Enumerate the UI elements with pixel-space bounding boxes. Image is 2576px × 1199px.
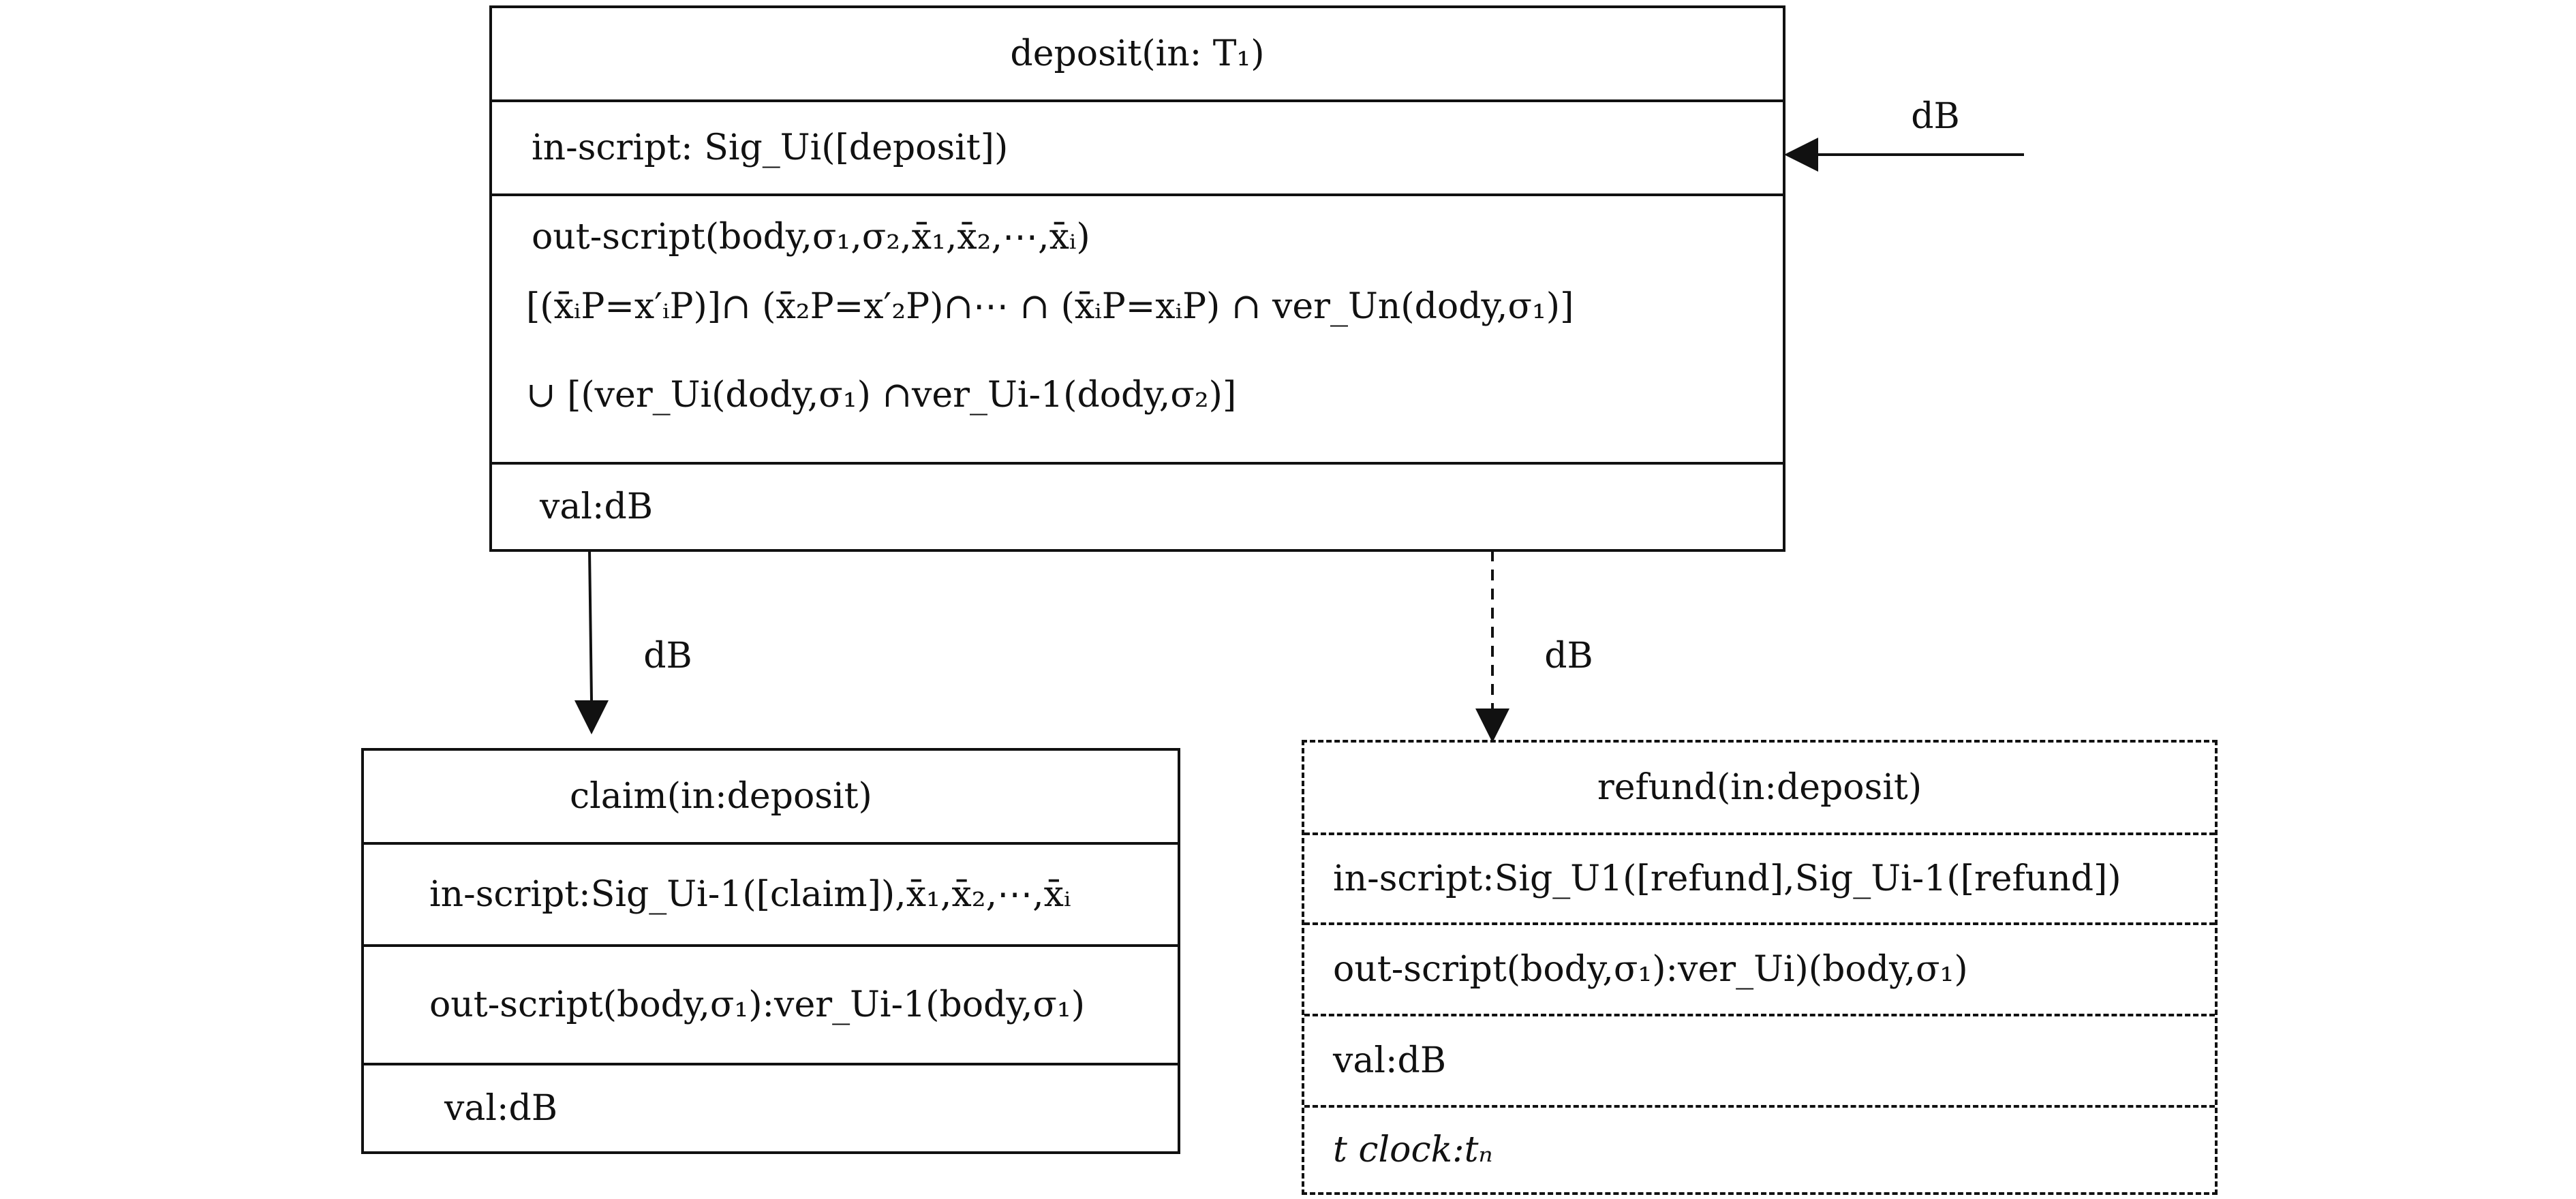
- incoming-arrowhead: [1784, 138, 1818, 172]
- deposit-value-row: val:dB: [492, 462, 1783, 549]
- refund-in-script-row: in-script:Sig_U1([refund],Sig_Ui-1([refu…: [1304, 832, 2215, 922]
- claim-arrow-line: [588, 550, 593, 701]
- refund-box: refund(in:deposit) in-script:Sig_U1([ref…: [1302, 740, 2218, 1195]
- refund-clock: t clock:tₙ: [1333, 1130, 1493, 1170]
- deposit-in-script-row: in-script: Sig_Ui([deposit]): [492, 99, 1783, 193]
- refund-clock-row: t clock:tₙ: [1304, 1105, 2215, 1192]
- refund-value: val:dB: [1333, 1040, 1447, 1081]
- deposit-value: val:dB: [540, 486, 654, 527]
- refund-arrowhead: [1475, 708, 1509, 743]
- claim-out-script-row: out-script(body,σ₁):ver_Ui-1(body,σ₁): [364, 944, 1178, 1063]
- claim-arrowhead: [574, 700, 609, 734]
- refund-out-script-row: out-script(body,σ₁):ver_Ui)(body,σ₁): [1304, 922, 2215, 1014]
- claim-in-script: in-script:Sig_Ui-1([claim]),x̄₁,x̄₂,⋯,x̄…: [429, 874, 1071, 915]
- claim-title: claim(in:deposit): [570, 776, 872, 817]
- deposit-title-row: deposit(in: T₁): [492, 8, 1783, 99]
- claim-value-row: val:dB: [364, 1063, 1178, 1151]
- deposit-out-script-line-3: ∪ [(ver_Ui(dody,σ₁) ∩ver_Ui-1(dody,σ₂)]: [526, 375, 1237, 416]
- refund-title-row: refund(in:deposit): [1304, 743, 2215, 832]
- claim-in-script-row: in-script:Sig_Ui-1([claim]),x̄₁,x̄₂,⋯,x̄…: [364, 842, 1178, 944]
- deposit-in-script: in-script: Sig_Ui([deposit]): [532, 127, 1009, 168]
- claim-title-row: claim(in:deposit): [364, 751, 1178, 842]
- refund-arrow-label: dB: [1544, 636, 1593, 676]
- refund-out-script: out-script(body,σ₁):ver_Ui)(body,σ₁): [1333, 949, 1968, 990]
- claim-box: claim(in:deposit) in-script:Sig_Ui-1([cl…: [361, 748, 1180, 1154]
- claim-value: val:dB: [444, 1088, 558, 1129]
- deposit-out-script-row: out-script(body,σ₁,σ₂,x̄₁,x̄₂,⋯,x̄ᵢ) [(x…: [492, 193, 1783, 462]
- refund-title: refund(in:deposit): [1597, 767, 1922, 808]
- claim-arrow-label: dB: [643, 636, 692, 676]
- deposit-box: deposit(in: T₁) in-script: Sig_Ui([depos…: [489, 5, 1785, 552]
- claim-out-script: out-script(body,σ₁):ver_Ui-1(body,σ₁): [429, 984, 1085, 1025]
- deposit-title: deposit(in: T₁): [1010, 33, 1265, 74]
- refund-in-script: in-script:Sig_U1([refund],Sig_Ui-1([refu…: [1333, 858, 2121, 899]
- refund-value-row: val:dB: [1304, 1014, 2215, 1105]
- incoming-arrow-label: dB: [1911, 96, 1960, 137]
- deposit-out-script-line-1: out-script(body,σ₁,σ₂,x̄₁,x̄₂,⋯,x̄ᵢ): [532, 217, 1090, 258]
- deposit-out-script-line-2: [(x̄ᵢP=x′ᵢP)]∩ (x̄₂P=x′₂P)∩⋯ ∩ (x̄ᵢP=xᵢP…: [526, 286, 1574, 327]
